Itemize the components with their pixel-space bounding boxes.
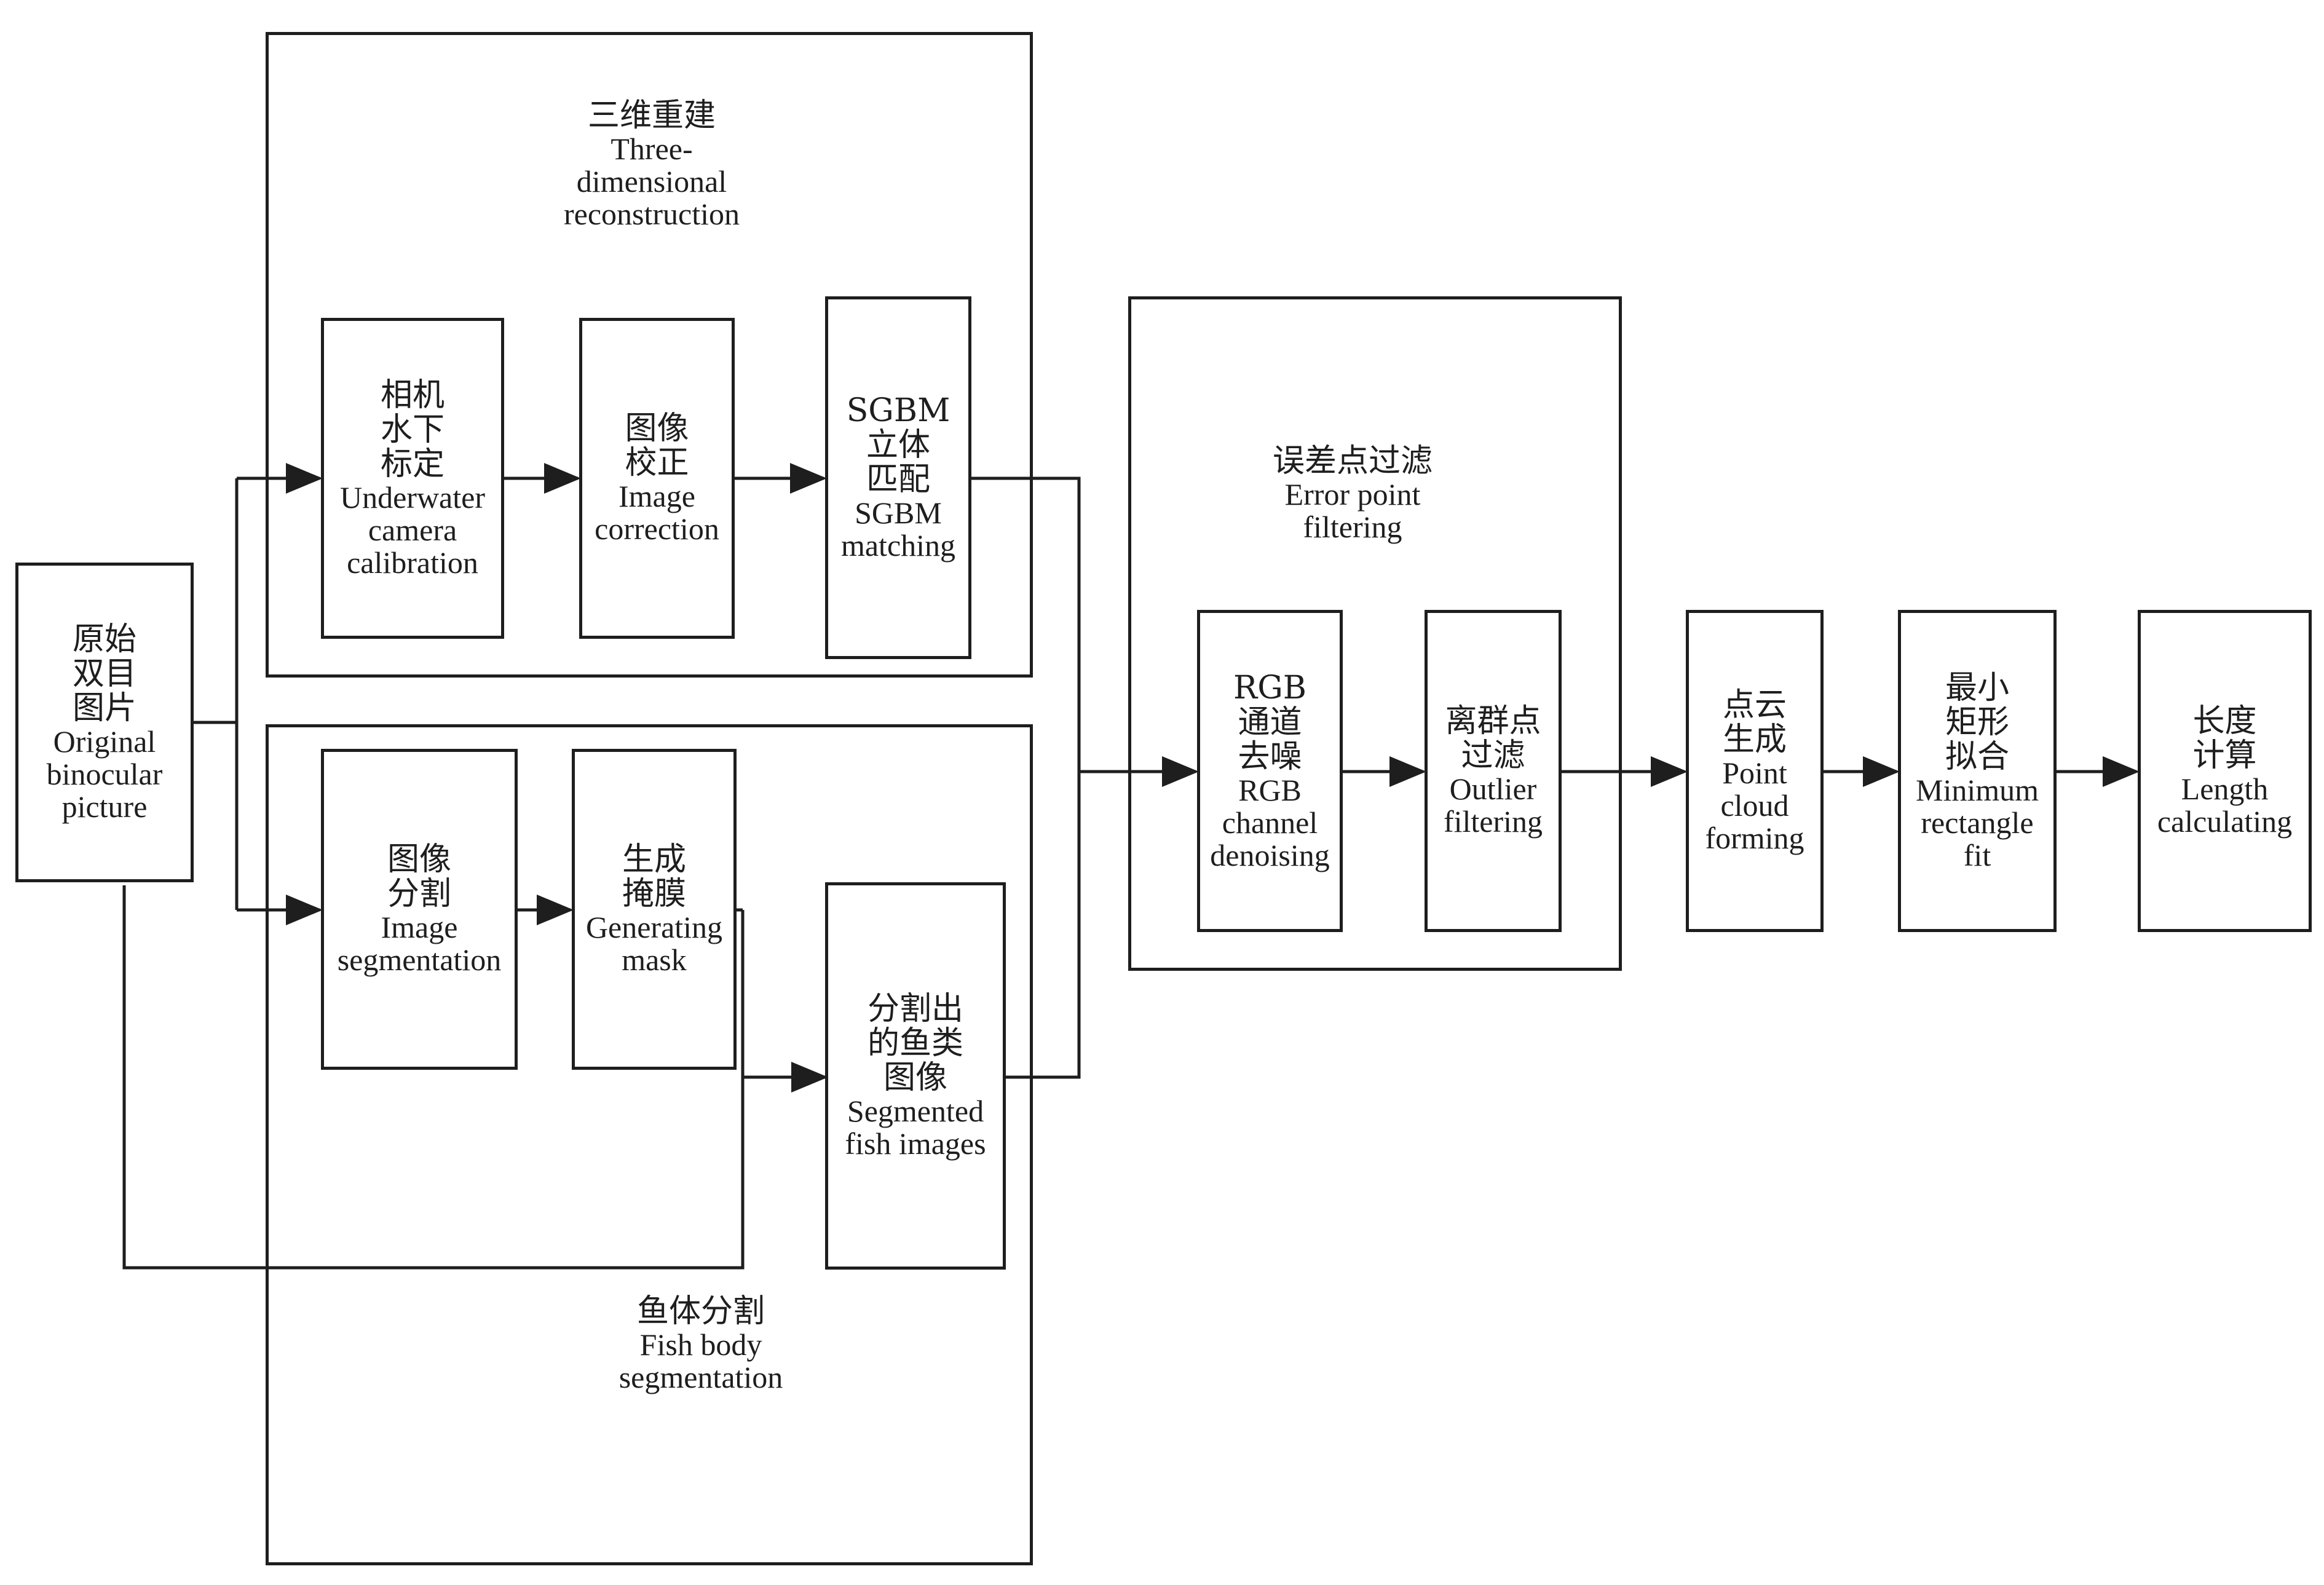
node-segmentation-zh: 图像 分割 [387, 841, 451, 912]
group-label-error-filtering-zh: 误差点过滤 [1272, 443, 1433, 480]
node-length-calculating: 长度 计算 Length calculating [2138, 610, 2312, 932]
group-label-fish-segmentation-en: Fish body segmentation [619, 1327, 783, 1394]
group-label-reconstruction-en: Three- dimensional reconstruction [563, 132, 740, 231]
node-rgb-en: RGB channel denoising [1210, 772, 1330, 872]
node-mask-en: Generating mask [585, 910, 723, 977]
group-label-reconstruction-zh: 三维重建 [587, 97, 716, 134]
node-length-en: Length calculating [2157, 772, 2293, 839]
node-mask-zh: 生成 掩膜 [622, 841, 686, 912]
node-correction-en: Image correction [595, 479, 719, 546]
node-segmentation-en: Image segmentation [337, 910, 502, 977]
group-error-point-filtering [1128, 296, 1622, 971]
node-sgbm-zh: SGBM 立体 匹配 [846, 392, 951, 498]
node-image-segmentation: 图像 分割 Image segmentation [321, 749, 518, 1070]
node-outlier-zh: 离群点 过滤 [1445, 703, 1541, 774]
node-min-rect-en: Minimum rectangle fit [1915, 772, 2039, 872]
group-label-reconstruction: 三维重建 Three- dimensional reconstruction [480, 98, 824, 231]
node-calibration-zh: 相机 水下 标定 [380, 376, 445, 483]
group-fish-body-segmentation [266, 724, 1033, 1565]
node-sgbm-en: SGBM matching [840, 496, 956, 563]
node-length-zh: 长度 计算 [2192, 703, 2257, 774]
node-generating-mask: 生成 掩膜 Generating mask [572, 749, 737, 1070]
node-segmented-zh: 分割出 的鱼类 图像 [867, 990, 963, 1096]
node-point-cloud-forming: 点云 生成 Point cloud forming [1686, 610, 1824, 932]
group-label-error-filtering: 误差点过滤 Error point filtering [1217, 444, 1488, 543]
node-original-zh: 原始 双目 图片 [72, 620, 136, 727]
connector-sgbm-out [971, 476, 1081, 772]
node-point-cloud-en: Point cloud forming [1705, 755, 1804, 855]
node-image-correction: 图像 校正 Image correction [579, 318, 735, 639]
node-correction-zh: 图像 校正 [625, 410, 689, 481]
node-minimum-rectangle-fit: 最小 矩形 拟合 Minimum rectangle fit [1898, 610, 2057, 932]
node-rgb-channel-denoising: RGB 通道 去噪 RGB channel denoising [1197, 610, 1343, 932]
node-sgbm-matching: SGBM 立体 匹配 SGBM matching [825, 296, 971, 659]
node-point-cloud-zh: 点云 生成 [1722, 686, 1787, 758]
node-segmented-fish-images: 分割出 的鱼类 图像 Segmented fish images [825, 882, 1006, 1270]
node-original-en: Original binocular picture [46, 724, 163, 824]
connector-original-bypass [122, 885, 745, 1270]
node-outlier-filtering: 离群点 过滤 Outlier filtering [1425, 610, 1562, 932]
node-segmented-en: Segmented fish images [845, 1094, 986, 1161]
node-original-picture: 原始 双目 图片 Original binocular picture [15, 563, 194, 882]
node-rgb-zh: RGB 通道 去噪 [1233, 669, 1306, 775]
node-underwater-camera-calibration: 相机 水下 标定 Underwater camera calibration [321, 318, 504, 639]
group-label-fish-segmentation: 鱼体分割 Fish body segmentation [516, 1294, 885, 1394]
group-three-dimensional-reconstruction [266, 32, 1033, 678]
node-outlier-en: Outlier filtering [1443, 772, 1543, 839]
group-label-error-filtering-en: Error point filtering [1284, 477, 1421, 544]
node-min-rect-zh: 最小 矩形 拟合 [1945, 669, 2009, 775]
group-label-fish-segmentation-zh: 鱼体分割 [636, 1293, 765, 1330]
node-calibration-en: Underwater camera calibration [340, 480, 485, 580]
